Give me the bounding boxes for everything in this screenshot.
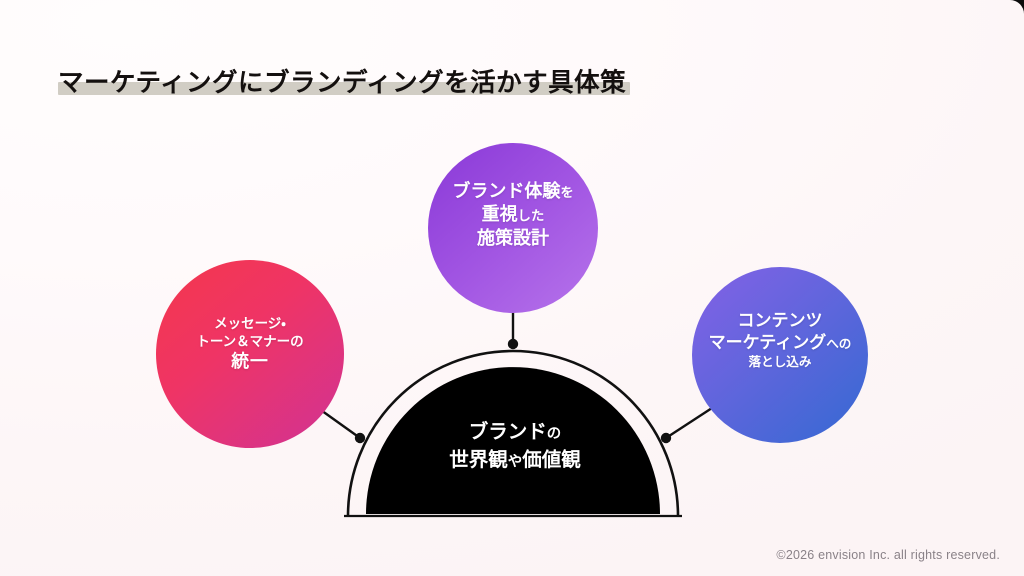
connector-content-to-core xyxy=(665,406,713,440)
bubble-content-marketing[interactable] xyxy=(692,267,868,443)
node-dot-left xyxy=(354,432,366,444)
copyright-footer: ©2026 envision Inc. all rights reserved. xyxy=(776,548,1000,562)
bubble-brand-experience[interactable] xyxy=(428,143,598,313)
title-text: マーケティングにブランディングを活かす具体策 xyxy=(58,68,627,97)
page-title: マーケティングにブランディングを活かす具体策 xyxy=(58,62,631,97)
node-dot-top xyxy=(507,338,519,350)
connector-message-to-core xyxy=(317,407,361,439)
core-outer-arc xyxy=(346,349,680,517)
brand-core-dome xyxy=(366,367,660,514)
bubble-message-tone[interactable] xyxy=(156,260,344,448)
connector-lines xyxy=(317,312,713,440)
node-dot-right xyxy=(660,432,672,444)
title-highlight-band xyxy=(58,82,631,95)
